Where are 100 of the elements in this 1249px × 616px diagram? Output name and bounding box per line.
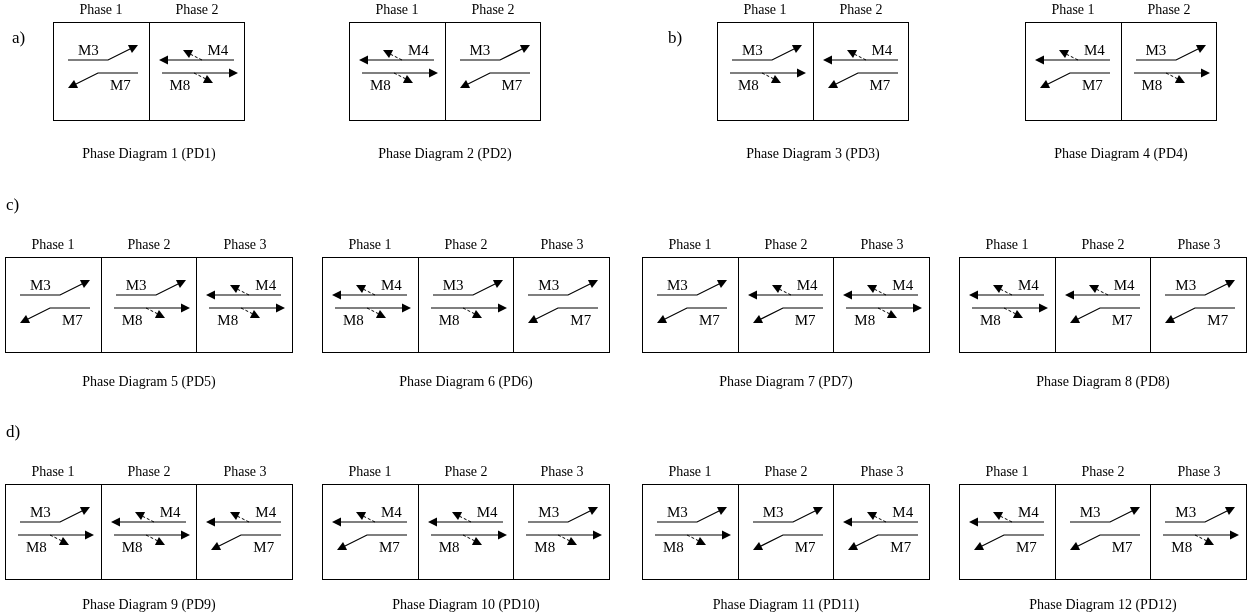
phase-heading: Phase 3 <box>223 237 267 253</box>
phase-heading: Phase 2 <box>1081 464 1125 480</box>
phase-heading: Phase 2 <box>127 237 171 253</box>
phase-heading: Phase 1 <box>668 464 712 480</box>
panel-letter: a) <box>12 28 26 48</box>
movement-label: M8 <box>438 540 460 555</box>
movement-label: M7 <box>110 78 131 93</box>
phase-heading: Phase 1 <box>743 2 787 18</box>
diagram-caption: Phase Diagram 2 (PD2) <box>378 146 512 162</box>
phase-heading: Phase 2 <box>127 464 171 480</box>
movement-label: M7 <box>1111 313 1133 328</box>
movement-label: M7 <box>62 313 83 328</box>
movement-label: M4 <box>159 505 181 520</box>
phase-heading: Phase 1 <box>1051 2 1095 18</box>
phase-heading: Phase 3 <box>540 464 584 480</box>
movement-label: M3 <box>30 278 51 293</box>
movement-label: M3 <box>742 43 763 58</box>
movement-label: M3 <box>1145 43 1167 58</box>
diagram-caption: Phase Diagram 1 (PD1) <box>82 146 216 162</box>
movement-label: M7 <box>890 540 912 555</box>
movement-label: M8 <box>169 78 191 93</box>
phase-heading: Phase 2 <box>1147 2 1191 18</box>
phase-heading: Phase 1 <box>79 2 123 18</box>
movement-label: M7 <box>1016 540 1037 555</box>
movement-label: M4 <box>1084 43 1105 58</box>
phase-heading: Phase 2 <box>175 2 219 18</box>
movement-label: M7 <box>253 540 275 555</box>
movement-label: M8 <box>343 313 364 328</box>
movement-label: M4 <box>381 278 402 293</box>
diagram-caption: Phase Diagram 7 (PD7) <box>719 374 853 390</box>
movement-label: M3 <box>1175 278 1197 293</box>
phase-heading: Phase 1 <box>985 237 1029 253</box>
movement-label: M8 <box>121 540 143 555</box>
phase-heading: Phase 3 <box>860 464 904 480</box>
movement-label: M3 <box>1079 505 1101 520</box>
phase-heading: Phase 1 <box>31 464 75 480</box>
movement-label: M3 <box>762 505 784 520</box>
diagram-caption: Phase Diagram 6 (PD6) <box>399 374 533 390</box>
phase-heading: Phase 1 <box>985 464 1029 480</box>
phase-heading: Phase 3 <box>540 237 584 253</box>
movement-label: M4 <box>408 43 429 58</box>
movement-label: M3 <box>1175 505 1197 520</box>
movement-label: M8 <box>854 313 876 328</box>
movement-label: M3 <box>667 278 688 293</box>
movement-label: M4 <box>1018 505 1039 520</box>
movement-label: M3 <box>125 278 147 293</box>
movement-label: M8 <box>980 313 1001 328</box>
movement-label: M8 <box>738 78 759 93</box>
movement-label: M3 <box>538 278 560 293</box>
movement-label: M8 <box>438 313 460 328</box>
movement-label: M7 <box>501 78 523 93</box>
movement-label: M4 <box>1113 278 1135 293</box>
movement-label: M4 <box>1018 278 1039 293</box>
movement-label: M4 <box>255 505 277 520</box>
phase-heading: Phase 3 <box>223 464 267 480</box>
movement-label: M8 <box>1141 78 1163 93</box>
movement-label: M8 <box>121 313 143 328</box>
movement-label: M4 <box>796 278 818 293</box>
panel-letter: b) <box>668 28 683 48</box>
movement-label: M8 <box>26 540 47 555</box>
movement-label: M4 <box>476 505 498 520</box>
movement-label: M8 <box>370 78 391 93</box>
phase-heading: Phase 2 <box>471 2 515 18</box>
diagram-caption: Phase Diagram 12 (PD12) <box>1029 597 1177 613</box>
phase-heading: Phase 1 <box>668 237 712 253</box>
phase-heading: Phase 1 <box>348 464 392 480</box>
diagram-caption: Phase Diagram 11 (PD11) <box>712 597 860 613</box>
movement-label: M3 <box>538 505 560 520</box>
movement-label: M7 <box>570 313 592 328</box>
movement-label: M8 <box>1171 540 1193 555</box>
phase-heading: Phase 2 <box>444 237 488 253</box>
movement-label: M8 <box>217 313 239 328</box>
panel-letter: c) <box>6 195 20 215</box>
phase-heading: Phase 2 <box>839 2 883 18</box>
diagram-caption: Phase Diagram 5 (PD5) <box>82 374 216 390</box>
movement-label: M7 <box>699 313 720 328</box>
movement-label: M3 <box>442 278 464 293</box>
phase-heading: Phase 3 <box>860 237 904 253</box>
movement-label: M7 <box>1207 313 1229 328</box>
movement-label: M7 <box>794 540 816 555</box>
movement-label: M3 <box>667 505 688 520</box>
movement-label: M4 <box>892 505 914 520</box>
phase-heading: Phase 3 <box>1177 464 1221 480</box>
movement-label: M8 <box>534 540 556 555</box>
phase-heading: Phase 2 <box>444 464 488 480</box>
movement-label: M4 <box>892 278 914 293</box>
movement-label: M7 <box>1082 78 1103 93</box>
movement-label: M8 <box>663 540 684 555</box>
diagram-caption: Phase Diagram 10 (PD10) <box>392 597 540 613</box>
movement-label: M4 <box>871 43 893 58</box>
diagram-caption: Phase Diagram 9 (PD9) <box>82 597 216 613</box>
movement-label: M4 <box>381 505 402 520</box>
movement-label: M7 <box>379 540 400 555</box>
phase-heading: Phase 1 <box>31 237 75 253</box>
phase-heading: Phase 3 <box>1177 237 1221 253</box>
diagram-caption: Phase Diagram 3 (PD3) <box>746 146 880 162</box>
movement-label: M3 <box>469 43 491 58</box>
movement-label: M4 <box>255 278 277 293</box>
phase-heading: Phase 2 <box>1081 237 1125 253</box>
phase-heading: Phase 2 <box>764 464 808 480</box>
